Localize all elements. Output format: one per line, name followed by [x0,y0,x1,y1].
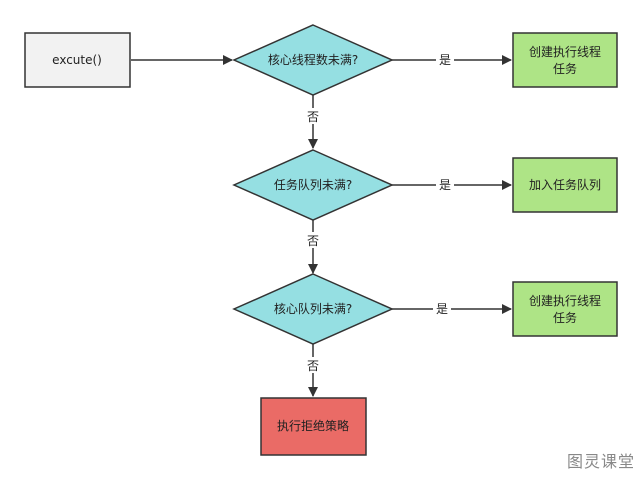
decision-node-1 [232,24,394,96]
reject-node-label: 执行拒绝策略 [277,418,349,433]
action-node-1 [512,32,618,88]
decision-node-3-label: 核心队列未满? [274,301,352,316]
start-node [24,32,131,88]
action-node-3 [512,281,618,337]
action-node-3-line1: 创建执行线程 [529,293,601,308]
no-label-2: 否 [307,234,319,248]
action-node-2-line1: 加入任务队列 [529,177,601,192]
decision-node-1-label: 核心线程数未满? [268,52,358,67]
yes-label-3: 是 [436,302,448,316]
action-node-1-line2: 任务 [553,61,577,76]
yes-label-2: 是 [439,178,451,192]
reject-node [260,397,367,456]
no-label-1: 否 [307,110,319,124]
no-label-3: 否 [307,359,319,373]
decision-node-2 [232,149,394,221]
decision-node-2-label: 任务队列未满? [274,177,352,192]
action-node-2 [512,157,618,213]
watermark-text: 图灵课堂 [566,452,635,471]
decision-node-3 [232,273,394,345]
action-node-1-line1: 创建执行线程 [529,44,601,59]
start-node-label: excute() [52,53,102,67]
yes-label-1: 是 [439,53,451,67]
action-node-3-line2: 任务 [553,310,577,325]
